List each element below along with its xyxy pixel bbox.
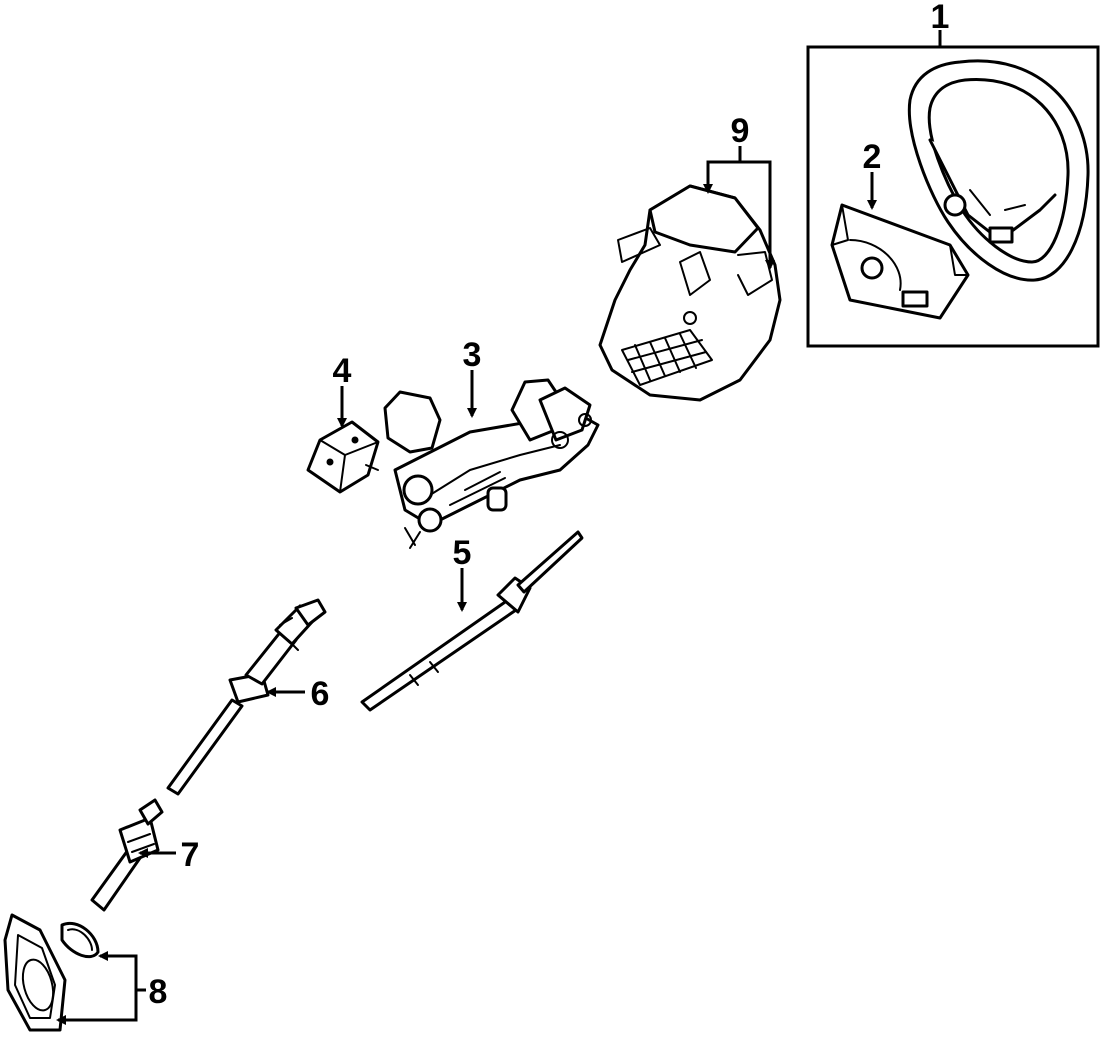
callout-3: 3: [463, 336, 482, 374]
part-column-assembly[interactable]: [383, 378, 600, 549]
leader-8a: [98, 951, 146, 992]
leader-9b: [740, 160, 775, 270]
part-intermediate-shaft[interactable]: [166, 598, 327, 796]
callout-9: 9: [731, 112, 750, 150]
leader-lines: [56, 30, 942, 1025]
part-lower-shaft[interactable]: [90, 798, 164, 912]
callout-4: 4: [333, 352, 352, 390]
callout-1: 1: [931, 0, 950, 36]
callout-6: 6: [311, 675, 330, 713]
part-steering-wheel[interactable]: [806, 45, 1100, 348]
part-switch-module[interactable]: [306, 420, 380, 494]
callout-labels: 1 2 3 4 5 6 7 8 9: [149, 0, 950, 1011]
leader-8b: [56, 990, 138, 1025]
callout-8: 8: [149, 973, 168, 1011]
part-steering-shaft[interactable]: [360, 530, 584, 712]
callout-7: 7: [181, 836, 200, 874]
callout-2: 2: [863, 138, 882, 176]
part-boot-cover[interactable]: [3, 913, 100, 1032]
part-column-cover[interactable]: [598, 184, 782, 402]
leader-9a: [703, 146, 742, 194]
steering-wheel-box: [806, 45, 1100, 348]
part-air-bag[interactable]: [830, 203, 970, 320]
callout-5: 5: [453, 534, 472, 572]
